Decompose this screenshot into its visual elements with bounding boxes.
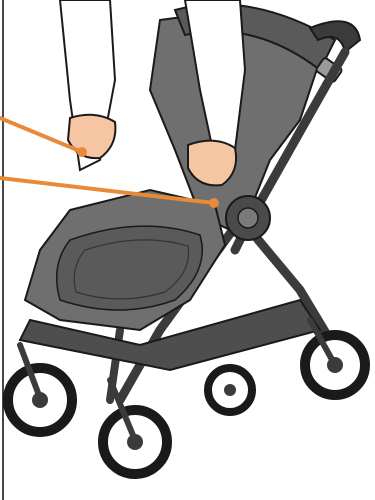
hand-icon <box>66 113 238 187</box>
rear-leg-tube <box>245 225 335 345</box>
fold-hub-inner <box>237 207 259 229</box>
handlebar <box>308 20 362 54</box>
rear-left-wheel <box>204 364 256 416</box>
callout-dot-right <box>209 198 219 208</box>
front-left-wheel <box>3 363 77 437</box>
rear-wheel-fork <box>307 317 338 368</box>
seat-pad-stitch <box>73 239 190 300</box>
callout-dot-left <box>77 147 87 157</box>
wheel-icon <box>3 330 370 479</box>
callout-line-left <box>0 116 84 154</box>
callout-line-right <box>0 176 216 205</box>
right-hand <box>187 139 238 187</box>
front-wheel-fork <box>17 342 138 443</box>
left-hand <box>66 113 117 160</box>
storage-basket <box>18 298 322 372</box>
